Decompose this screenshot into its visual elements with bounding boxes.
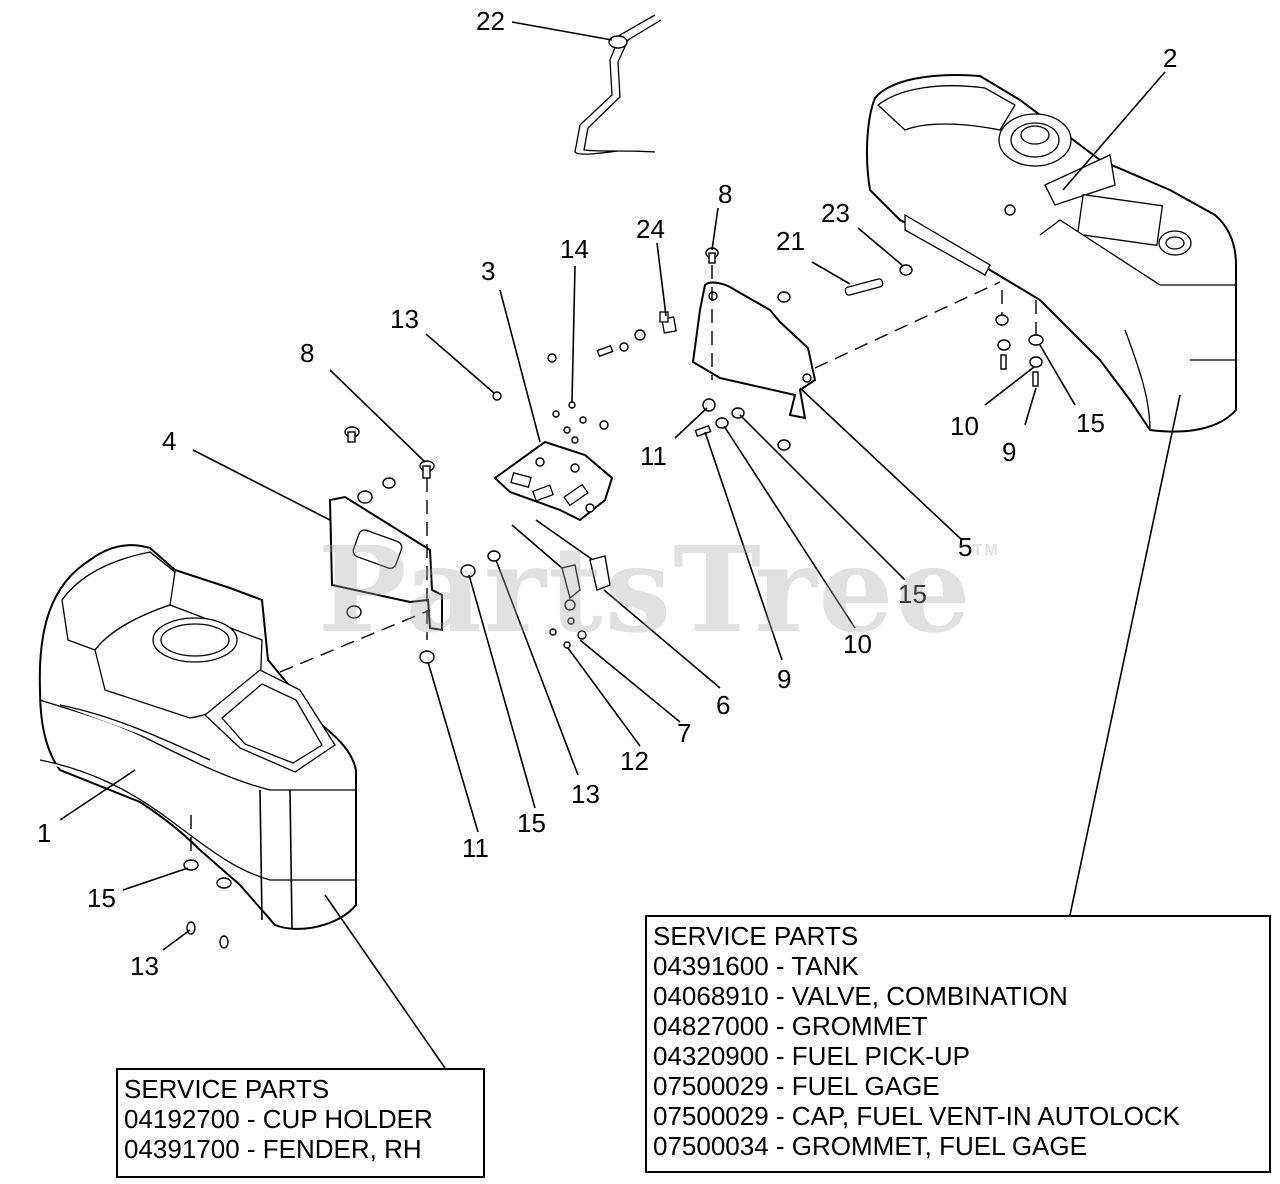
callout-7: 7	[677, 718, 691, 748]
hardware-group	[183, 247, 1044, 949]
left-bracket-part	[328, 495, 443, 632]
callout-labels: 22 2 8 23 24 14 21 3 13 8 4 11 10 9 15 5…	[37, 6, 1177, 981]
service-part-line: 07500034 - GROMMET, FUEL GAGE	[653, 1131, 1087, 1161]
callout-9-mid: 9	[777, 664, 791, 694]
callout-9-right: 9	[1002, 437, 1016, 467]
callout-10-mid: 10	[843, 629, 872, 659]
callout-1: 1	[37, 818, 51, 848]
right-bracket-part	[691, 281, 817, 420]
service-parts-title: SERVICE PARTS	[653, 921, 859, 951]
service-part-line: 07500029 - FUEL GAGE	[653, 1071, 940, 1101]
callout-14: 14	[560, 234, 589, 264]
callout-11-right: 11	[640, 441, 667, 471]
callout-13-top: 13	[390, 304, 419, 334]
service-part-line: 04391600 - TANK	[653, 951, 859, 981]
service-part-line: 07500029 - CAP, FUEL VENT-IN AUTOLOCK	[653, 1101, 1180, 1131]
callout-22: 22	[476, 6, 505, 36]
service-parts-fender-box: SERVICE PARTS 04192700 - CUP HOLDER 0439…	[116, 1068, 485, 1178]
callout-15-left: 15	[517, 808, 546, 838]
assembly-lines	[190, 265, 1037, 858]
service-part-line: 04827000 - GROMMET	[653, 1011, 928, 1041]
service-part-line: 04192700 - CUP HOLDER	[124, 1104, 433, 1134]
leader-lines	[59, 21, 1181, 1069]
callout-13-bottom: 13	[130, 951, 159, 981]
callout-3: 3	[481, 256, 495, 286]
fuel-hose-part	[574, 14, 662, 155]
callout-11-left: 11	[462, 833, 489, 863]
callout-2: 2	[1163, 43, 1177, 73]
callout-21: 21	[776, 226, 805, 256]
valve-plate-part	[493, 440, 614, 522]
fender-rh-part	[38, 544, 357, 930]
service-parts-title: SERVICE PARTS	[124, 1074, 330, 1104]
service-parts-tank-box: SERVICE PARTS 04391600 - TANK 04068910 -…	[645, 915, 1271, 1173]
callout-8-left: 8	[300, 338, 314, 368]
callout-12: 12	[620, 746, 649, 776]
callout-15-right: 15	[1076, 408, 1105, 438]
callout-23: 23	[821, 198, 850, 228]
callout-13-mid: 13	[571, 779, 600, 809]
service-part-line: 04320900 - FUEL PICK-UP	[653, 1041, 970, 1071]
fuel-tank-part	[866, 73, 1237, 433]
callout-4: 4	[162, 426, 176, 456]
callout-10-right: 10	[950, 411, 979, 441]
callout-5: 5	[958, 532, 972, 562]
service-part-line: 04068910 - VALVE, COMBINATION	[653, 981, 1068, 1011]
callout-24: 24	[636, 214, 665, 244]
callout-6: 6	[716, 690, 730, 720]
callout-15-mid: 15	[898, 579, 927, 609]
service-part-line: 04391700 - FENDER, RH	[124, 1134, 422, 1164]
clip-part	[659, 311, 677, 334]
fuel-line-parts	[511, 519, 611, 600]
callout-8-right: 8	[718, 179, 732, 209]
callout-15-bottom: 15	[87, 883, 116, 913]
pin-part	[844, 278, 884, 296]
